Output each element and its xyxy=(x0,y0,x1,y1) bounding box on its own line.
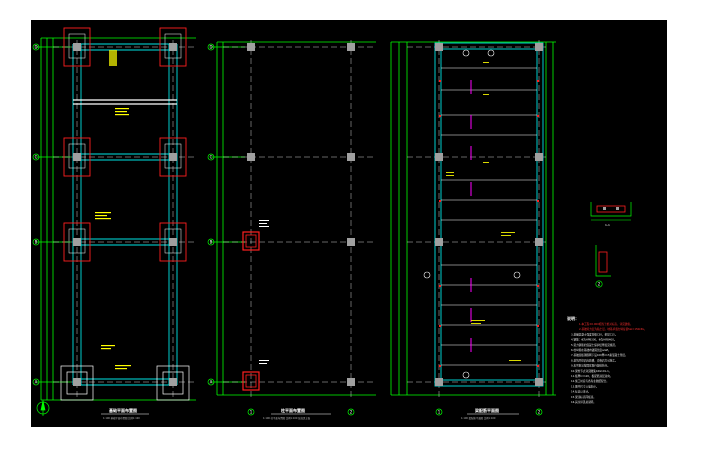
note-item: 10.梁柱节点详见图集16G101-1。 xyxy=(571,369,611,373)
axis-col-label: 2 xyxy=(538,410,541,415)
axis-row-label: A xyxy=(35,380,38,385)
note-item: 2.基础持力层为粘土层，地基承载力特征值fak=150kPa。 xyxy=(579,327,646,331)
beam-axis-lines xyxy=(407,40,546,398)
note-item: 11.板厚h=120，板配筋双层双向。 xyxy=(571,374,612,378)
note-item: 8.基坑开挖后应验槽，合格后方可施工。 xyxy=(571,358,618,362)
axis-col-label: 2 xyxy=(350,410,353,415)
panel-foundation-plan: 基础平面布置图 1:100 基础平面布置图 比例1:100 xyxy=(32,27,196,420)
note-item: 15.梁顶标高同板顶。 xyxy=(571,395,596,399)
foundation-dimension-lines xyxy=(36,37,196,401)
beam-red-marks xyxy=(439,80,539,367)
foundation-axis-bubbles xyxy=(32,43,40,386)
column-panel-title: 柱平面布置图 1:100 柱平面布置图 比例1:100 层高见立面 xyxy=(263,407,331,420)
beam-plan-scale: 1:100 梁配筋平面图 比例1:100 xyxy=(461,416,496,420)
notes-heading: 说明： xyxy=(567,315,579,321)
note-item: 4.钢筋：Φ为HPB300，Φ为HRB400。 xyxy=(571,338,616,342)
note-item: 12.施工时应与各专业图纸配合。 xyxy=(571,379,609,383)
column-dimension-lines xyxy=(211,41,376,396)
foundation-columns xyxy=(73,43,177,386)
general-notes: 说明： 1.本工程±0.000相当于绝对标高，详见建施。2.基础持力层为粘土层，… xyxy=(567,315,646,404)
column-labels xyxy=(259,220,269,364)
note-item: 13.图中尺寸以毫米计。 xyxy=(571,384,598,388)
beam-dimension-lines xyxy=(390,41,556,396)
beam-openings xyxy=(423,49,521,379)
beam-plan-title: 梁配筋平面图 xyxy=(474,407,499,413)
beam-panel-title: 梁配筋平面图 1:100 梁配筋平面图 比例1:100 xyxy=(461,407,519,420)
column-plan-title: 柱平面布置图 xyxy=(281,407,305,413)
foundation-footings xyxy=(60,365,190,401)
axis-row-label: D xyxy=(209,45,212,50)
axis-row-label: C xyxy=(35,155,38,160)
axis-col-label: 1 xyxy=(438,410,441,415)
axis-row-label: A xyxy=(210,380,213,385)
foundation-panel-title: 基础平面布置图 1:100 基础平面布置图 比例1:100 xyxy=(101,407,149,420)
foundation-cap-inner xyxy=(68,33,182,254)
foundation-annotations xyxy=(95,50,131,370)
foundation-tie-beam xyxy=(73,99,177,105)
column-axis-bubbles xyxy=(207,43,355,416)
axis-row-label: B xyxy=(35,240,38,245)
column-positions xyxy=(247,43,355,386)
column-axis-lines xyxy=(223,40,376,398)
axis-row-label: D xyxy=(34,45,37,50)
note-item: 14.标高以米计。 xyxy=(571,390,591,394)
note-item: 16.其余详见总说明。 xyxy=(571,400,596,404)
beam-labels xyxy=(446,62,521,361)
note-item: 1.本工程±0.000相当于绝对标高，详见建施。 xyxy=(579,322,633,326)
foundation-beams xyxy=(72,43,178,386)
column-section-details xyxy=(242,231,260,391)
note-item: 7.基础底板钢筋网下设100厚C15素混凝土垫层。 xyxy=(571,353,628,357)
axis-row-label: B xyxy=(210,240,213,245)
column-plan-scale: 1:100 柱平面布置图 比例1:100 层高见立面 xyxy=(263,416,311,420)
foundation-pile-caps xyxy=(63,27,187,262)
axis-row-label: C xyxy=(210,155,213,160)
foundation-axis-lines xyxy=(53,40,196,398)
beam-axis-bubbles xyxy=(435,408,543,416)
foundation-plan-scale: 1:100 基础平面布置图 比例1:100 xyxy=(103,416,140,420)
beam-columns xyxy=(435,43,543,386)
beam-outline xyxy=(434,42,544,387)
beam-secondary xyxy=(441,67,537,366)
cad-drawing-canvas: 基础平面布置图 1:100 基础平面布置图 比例1:100 xyxy=(31,20,667,427)
foundation-plan-title: 基础平面布置图 xyxy=(108,407,137,413)
cad-drawing: 基础平面布置图 1:100 基础平面布置图 比例1:100 xyxy=(32,27,646,420)
note-item: 9.未尽事宜按国家现行规范执行。 xyxy=(571,364,610,368)
north-arrow-icon xyxy=(36,400,50,416)
note-item: 3.基础混凝土强度等级C30，垫层C15。 xyxy=(571,332,617,336)
panel-beam-plan: 梁配筋平面图 1:100 梁配筋平面图 比例1:100 xyxy=(390,40,556,420)
note-item: 5.受力钢筋的混凝土保护层厚度见规范。 xyxy=(571,343,618,347)
panel-column-layout: 柱平面布置图 1:100 柱平面布置图 比例1:100 层高见立面 xyxy=(207,40,376,420)
note-item: 6.柱纵筋在基础内锚固长度≥laE。 xyxy=(571,348,611,352)
section-2-label: 2 xyxy=(598,282,601,287)
section-1-label: 1-1 xyxy=(605,223,610,227)
section-detail-1: 1-1 xyxy=(590,202,632,227)
section-detail-2: 2 xyxy=(595,245,611,288)
axis-col-label: 1 xyxy=(250,410,253,415)
